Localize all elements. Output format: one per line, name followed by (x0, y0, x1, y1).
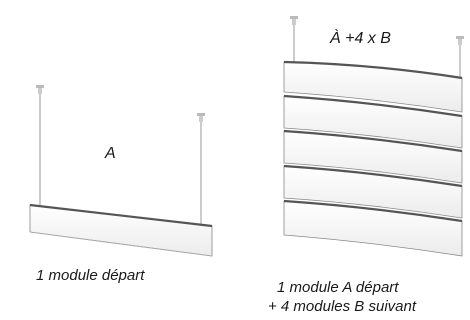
panel-a (283, 60, 463, 113)
right-caption-line2: + 4 modules B suivant (268, 298, 417, 315)
module-a-diagram (29, 85, 213, 257)
right-caption-line1: 1 module A départ (277, 279, 399, 296)
module-ab-diagram (283, 16, 464, 257)
anchor-icon (197, 113, 205, 122)
left-caption: 1 module départ (36, 267, 145, 284)
anchor-icon (456, 36, 464, 45)
anchor-icon (36, 85, 44, 94)
anchor-icon (290, 16, 298, 25)
module-a-panel (29, 204, 213, 257)
panel-b-1 (283, 94, 463, 149)
panel-b-2 (283, 129, 463, 184)
module-ab-label: À +4 x B (330, 30, 391, 47)
panel-b-3 (283, 164, 463, 219)
panel-b-4 (283, 199, 463, 257)
module-a-label: A (105, 145, 116, 162)
